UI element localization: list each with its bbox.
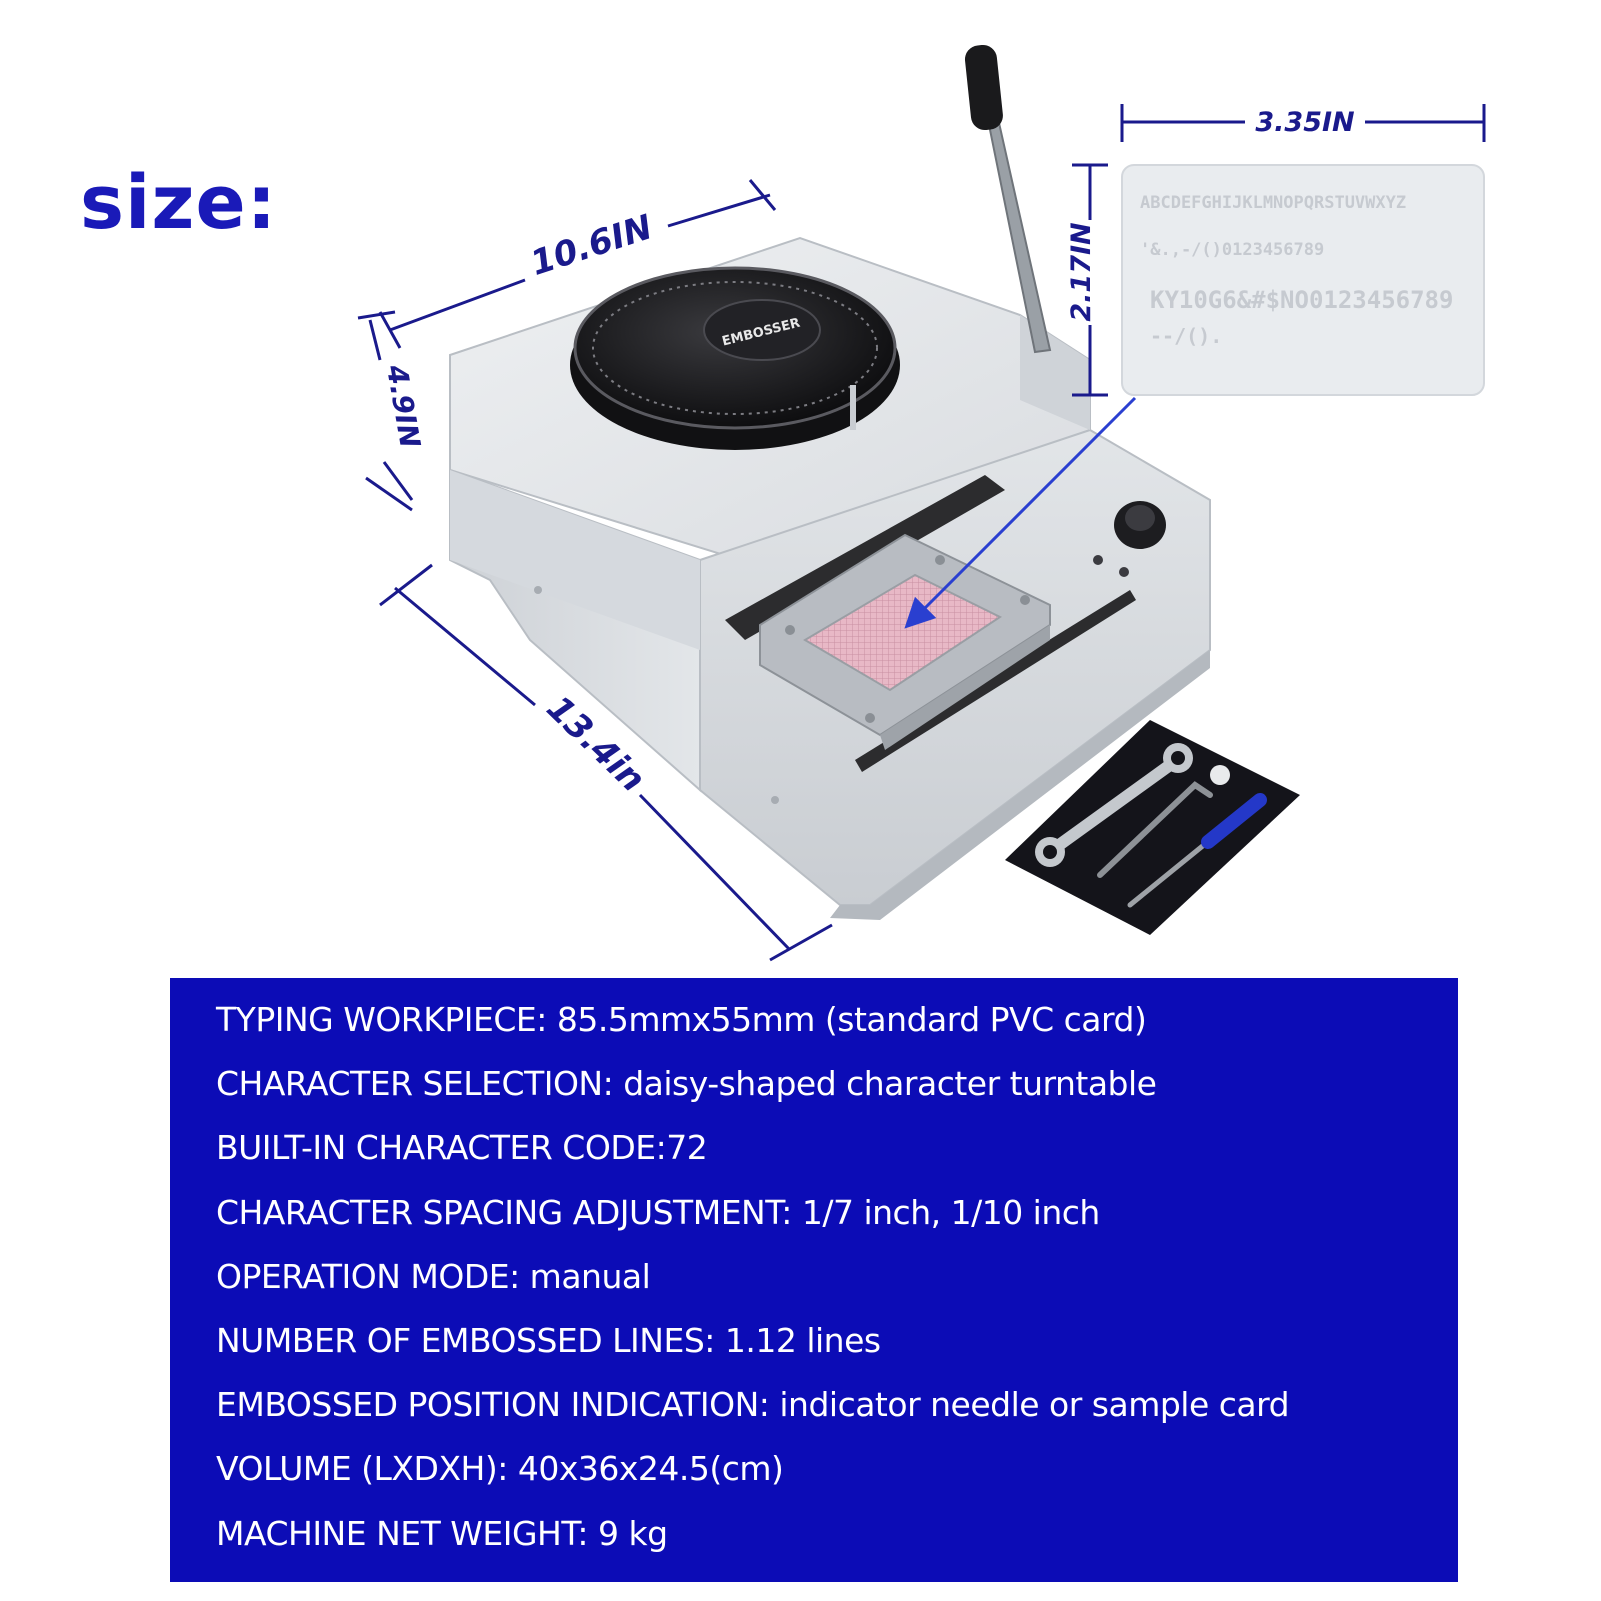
- dimension-card-width: 3.35IN: [1120, 104, 1486, 142]
- card-line-3: KY10G6&#$NO0123456789: [1150, 286, 1453, 314]
- page-heading: size:: [80, 160, 278, 246]
- spec-character-code: BUILT-IN CHARACTER CODE:72: [216, 1128, 708, 1168]
- card-height-label: 2.17IN: [1066, 222, 1097, 322]
- card-pointer-arrow: [904, 396, 1137, 629]
- spec-typing-workpiece: TYPING WORKPIECE: 85.5mmx55mm (standard …: [216, 1000, 1147, 1039]
- spec-character-spacing: CHARACTER SPACING ADJUSTMENT: 1/7 inch, …: [216, 1192, 1100, 1232]
- card-line-1: ABCDEFGHIJKLMNOPQRSTUVWXYZ: [1140, 193, 1406, 213]
- spec-panel: TYPING WORKPIECE: 85.5mmx55mm (standard …: [170, 978, 1458, 1582]
- lever-handle: [964, 44, 1052, 354]
- width-label: 10.6IN: [526, 207, 657, 284]
- spec-character-selection: CHARACTER SELECTION: daisy-shaped charac…: [216, 1064, 1157, 1104]
- dimension-height: 4.9IN: [357, 310, 427, 512]
- product-illustration: EMBOSSER ABCDEFGHIJKLMNOPQRSTUVWXYZ '&.,…: [357, 44, 1486, 962]
- card-line-4: --/().: [1150, 324, 1222, 348]
- dimension-card-height: 2.17IN: [1066, 163, 1108, 397]
- sample-card: ABCDEFGHIJKLMNOPQRSTUVWXYZ '&.,-/()01234…: [1121, 164, 1485, 396]
- spec-net-weight: MACHINE NET WEIGHT: 9 kg: [216, 1513, 668, 1553]
- allen-key-icon: [1097, 781, 1213, 878]
- card-width-label: 3.35IN: [1255, 107, 1355, 138]
- card-line-2: '&.,-/()0123456789: [1140, 240, 1324, 260]
- wrench-icon: [1035, 743, 1193, 867]
- tool-kit: [1005, 720, 1300, 935]
- spec-operation-mode: OPERATION MODE: manual: [216, 1256, 651, 1296]
- spec-volume: VOLUME (LXDXH): 40x36x24.5(cm): [216, 1449, 784, 1489]
- height-label: 4.9IN: [380, 361, 427, 450]
- screwdriver-icon: [1127, 793, 1267, 908]
- character-dial: EMBOSSER: [570, 266, 900, 450]
- spec-embossed-lines: NUMBER OF EMBOSSED LINES: 1.12 lines: [216, 1321, 881, 1361]
- spec-position-indication: EMBOSSED POSITION INDICATION: indicator …: [216, 1385, 1290, 1425]
